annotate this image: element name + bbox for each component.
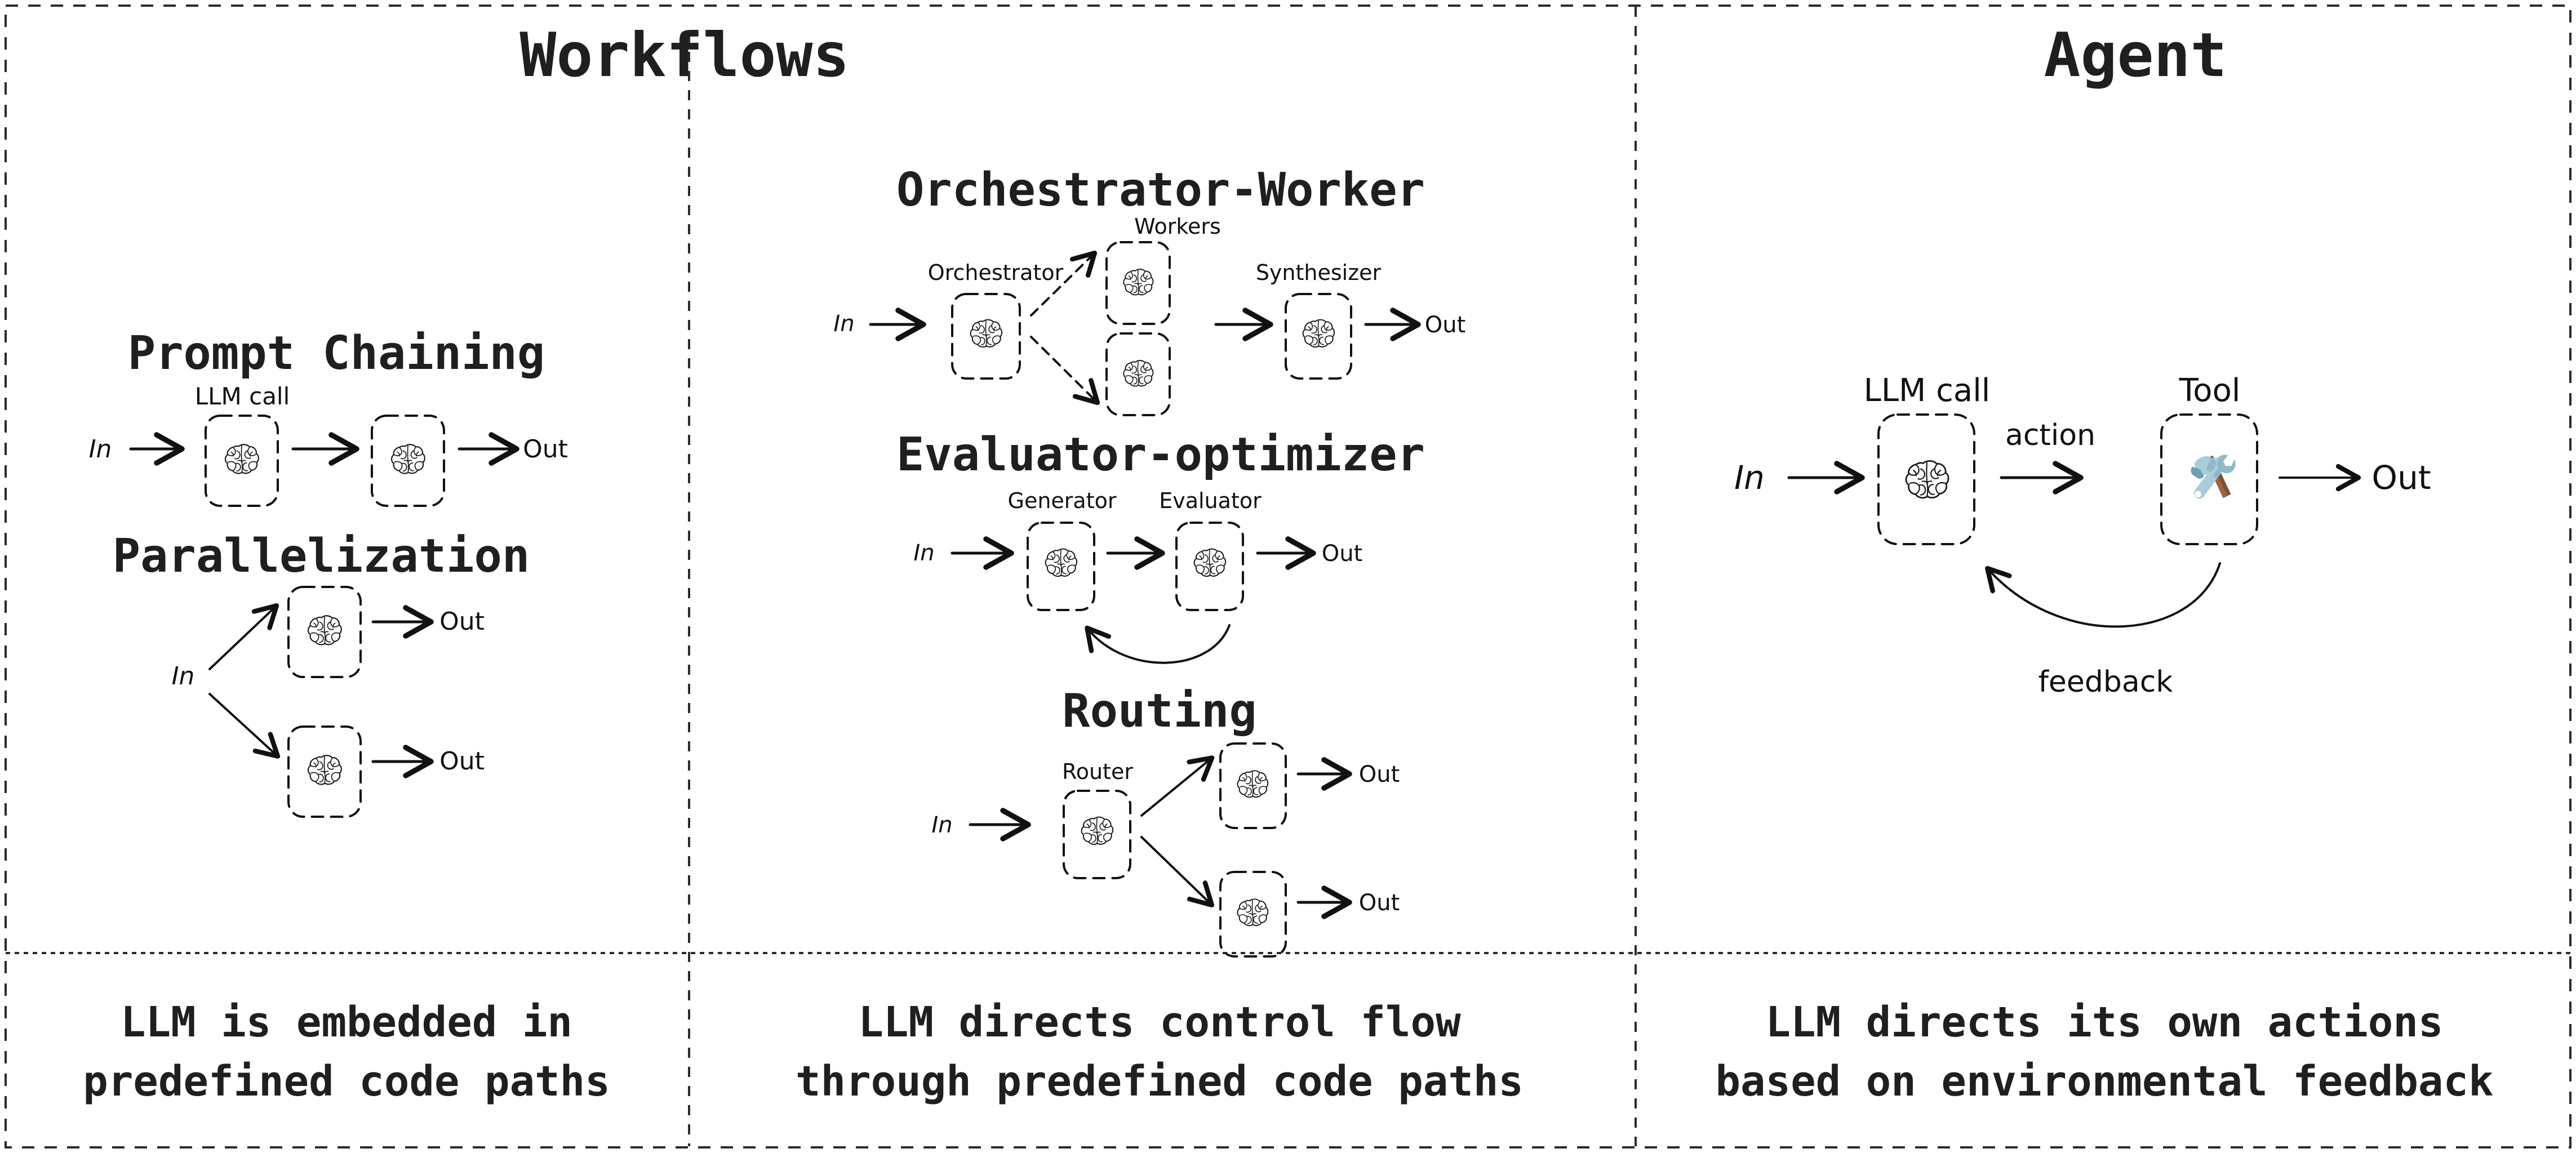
brain-icon bbox=[1123, 360, 1154, 387]
node-box-llm-2 bbox=[371, 415, 445, 507]
node-box-branch-top bbox=[287, 586, 362, 678]
pattern-title-prompt-chaining: Prompt Chaining bbox=[128, 327, 545, 380]
node-label-tool: Tool bbox=[2179, 372, 2241, 409]
caption-agent: LLM directs its own actions based on env… bbox=[1715, 998, 2493, 1106]
pattern-parallelization: Parallelization In Out Out bbox=[113, 529, 530, 818]
hammer-and-wrench-icon bbox=[2191, 455, 2236, 499]
arrow-orchestrator-to-worker-top bbox=[1030, 255, 1093, 317]
pattern-orchestrator-worker: Orchestrator-Worker Workers In Orchestra… bbox=[833, 163, 1466, 416]
node-box-llm-call bbox=[1877, 413, 1975, 545]
label-out: Out bbox=[1322, 541, 1363, 567]
pattern-routing: Routing In Router Out Out bbox=[931, 684, 1400, 958]
heading-workflows: Workflows bbox=[519, 20, 849, 91]
brain-icon bbox=[1123, 269, 1154, 296]
pattern-prompt-chaining: Prompt Chaining In LLM call Out bbox=[89, 327, 568, 507]
caption-line-2: through predefined code paths bbox=[796, 1057, 1524, 1106]
brain-icon bbox=[1237, 770, 1269, 798]
brain-icon bbox=[1237, 898, 1269, 927]
label-in: In bbox=[89, 435, 112, 464]
pattern-agent-loop: In LLM call action Tool Out feedback bbox=[1734, 372, 2431, 699]
caption-line-2: predefined code paths bbox=[83, 1057, 610, 1106]
node-box-generator bbox=[1027, 522, 1095, 611]
node-box-evaluator bbox=[1175, 522, 1244, 611]
node-box-worker-bottom bbox=[1105, 332, 1171, 416]
label-out: Out bbox=[1425, 312, 1466, 338]
node-label-llm-call: LLM call bbox=[1864, 372, 1991, 409]
arrow-orchestrator-to-worker-bottom bbox=[1030, 336, 1096, 401]
pattern-evaluator-optimizer: Evaluator-optimizer In Generator Evaluat… bbox=[896, 428, 1425, 664]
node-label-router: Router bbox=[1062, 759, 1133, 784]
label-out: Out bbox=[2371, 458, 2431, 497]
caption-workflows-left: LLM is embedded in predefined code paths bbox=[83, 998, 610, 1106]
arrow-in-to-branch-top bbox=[208, 607, 275, 670]
pattern-title-evaluator-optimizer: Evaluator-optimizer bbox=[896, 428, 1425, 482]
brain-icon bbox=[224, 444, 259, 474]
node-label-orchestrator: Orchestrator bbox=[928, 260, 1064, 285]
label-in: In bbox=[913, 540, 934, 566]
node-box-route-bottom bbox=[1219, 871, 1287, 958]
brain-icon bbox=[307, 615, 342, 645]
node-box-route-top bbox=[1219, 742, 1287, 829]
label-in: In bbox=[1734, 458, 1765, 497]
pattern-title-orchestrator-worker: Orchestrator-Worker bbox=[896, 163, 1425, 217]
node-box-worker-top bbox=[1105, 241, 1171, 325]
label-out: Out bbox=[1359, 890, 1400, 916]
node-label-llm-call: LLM call bbox=[195, 382, 290, 410]
node-label-evaluator: Evaluator bbox=[1159, 488, 1262, 513]
label-out: Out bbox=[439, 607, 485, 636]
brain-icon bbox=[390, 444, 425, 474]
caption-line-1: LLM directs control flow bbox=[858, 998, 1461, 1047]
node-label-synthesizer: Synthesizer bbox=[1256, 260, 1382, 285]
node-box-router bbox=[1063, 790, 1131, 879]
label-in: In bbox=[931, 812, 952, 838]
brain-icon bbox=[1905, 460, 1949, 499]
node-label-workers: Workers bbox=[1134, 214, 1221, 239]
node-box-synthesizer bbox=[1285, 293, 1352, 380]
brain-icon bbox=[307, 755, 342, 785]
node-label-generator: Generator bbox=[1008, 488, 1117, 513]
label-out: Out bbox=[439, 747, 485, 776]
caption-line-1: LLM directs its own actions bbox=[1766, 998, 2444, 1047]
pattern-title-routing: Routing bbox=[1062, 684, 1257, 738]
caption-line-2: based on environmental feedback bbox=[1715, 1057, 2493, 1106]
node-box-llm-1 bbox=[205, 415, 279, 507]
label-in: In bbox=[172, 662, 195, 691]
arrow-router-to-route-top bbox=[1140, 759, 1210, 817]
outer-frame bbox=[5, 5, 2571, 1148]
caption-workflows-mid: LLM directs control flow through predefi… bbox=[796, 998, 1524, 1106]
arrow-in-to-branch-bottom bbox=[208, 693, 276, 755]
pattern-title-parallelization: Parallelization bbox=[113, 529, 530, 583]
label-out: Out bbox=[1359, 762, 1400, 787]
caption-line-1: LLM is embedded in bbox=[121, 998, 572, 1047]
arrow-feedback-loop bbox=[1089, 624, 1231, 664]
brain-icon bbox=[970, 319, 1003, 348]
arrow-feedback-loop bbox=[1989, 562, 2221, 628]
edge-label-action: action bbox=[2005, 419, 2095, 452]
brain-icon bbox=[1045, 548, 1078, 577]
brain-icon bbox=[1302, 319, 1335, 348]
node-box-branch-bottom bbox=[287, 725, 362, 818]
heading-agent: Agent bbox=[2044, 20, 2227, 91]
arrow-router-to-route-bottom bbox=[1140, 836, 1210, 903]
label-out: Out bbox=[523, 435, 568, 464]
brain-icon bbox=[1081, 816, 1114, 845]
brain-icon bbox=[1193, 548, 1227, 577]
edge-label-feedback: feedback bbox=[2038, 665, 2173, 699]
label-in: In bbox=[833, 311, 854, 337]
node-box-tool bbox=[2160, 413, 2258, 545]
node-box-orchestrator bbox=[951, 293, 1021, 380]
